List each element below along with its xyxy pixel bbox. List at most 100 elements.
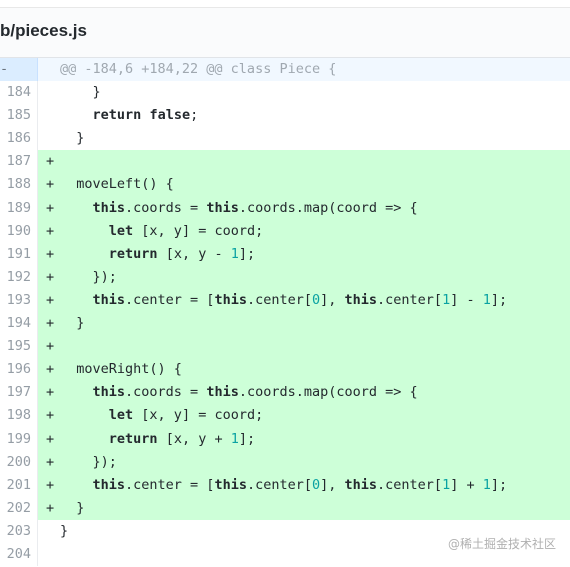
diff-line: 198+ let [x, y] = coord; [0, 404, 570, 428]
diff-marker: + [38, 150, 60, 174]
code-number: 1 [442, 291, 451, 308]
diff-marker: + [38, 427, 60, 451]
code-line: return [x, y - 1]; [60, 242, 570, 266]
diff-marker: + [38, 242, 60, 266]
code-token: [x, y] = coord; [133, 407, 264, 424]
diff-line: 189+ this.coords = this.coords.map(coord… [0, 196, 570, 220]
line-number[interactable]: 190 [0, 219, 38, 243]
code-keyword: return [108, 430, 158, 447]
code-line [60, 150, 570, 174]
line-number[interactable]: 200 [0, 450, 38, 474]
diff-marker: + [38, 381, 60, 405]
line-number[interactable]: 187 [0, 150, 38, 174]
diff-marker: + [38, 404, 60, 428]
code-line: this.center = [this.center[0], this.cent… [60, 473, 570, 497]
code-token: .coords.map(coord => { [238, 384, 418, 401]
line-number[interactable]: 185 [0, 104, 38, 128]
code-token [60, 431, 109, 447]
diff-line: 191+ return [x, y - 1]; [0, 242, 570, 266]
code-token: .center[ [377, 476, 443, 493]
code-token: ], [320, 476, 345, 493]
code-number: 1 [442, 476, 451, 493]
diff-line: 197+ this.coords = this.coords.map(coord… [0, 381, 570, 405]
code-token: } [60, 522, 69, 539]
code-line: }); [60, 265, 570, 289]
diff-line: 196+ moveRight() { [0, 358, 570, 382]
line-number[interactable]: 194 [0, 312, 38, 336]
diff-marker: + [38, 288, 60, 313]
code-keyword: let [108, 222, 134, 239]
code-token: [x, y - [157, 245, 231, 262]
code-line: this.coords = this.coords.map(coord => { [60, 196, 570, 220]
diff-marker: + [38, 196, 60, 220]
code-token [60, 407, 109, 423]
code-token: moveRight() { [60, 361, 182, 378]
line-number[interactable]: 196 [0, 358, 38, 382]
diff-marker: + [38, 496, 60, 520]
code-token [60, 200, 93, 216]
line-number[interactable]: 197 [0, 381, 38, 405]
line-number[interactable]: 184 [0, 81, 38, 105]
diff-marker: + [38, 473, 60, 497]
diff-line: 190+ let [x, y] = coord; [0, 219, 570, 243]
line-number[interactable]: 204 [0, 542, 38, 567]
line-number[interactable]: 202 [0, 496, 38, 520]
code-number: 1 [482, 476, 491, 493]
code-line: } [60, 496, 570, 520]
diff-table: - @@ -184,6 +184,22 @@ class Piece { 184… [0, 58, 570, 567]
code-line: this.center = [this.center[0], this.cent… [60, 288, 570, 313]
diff-line: 186 } [0, 127, 570, 151]
code-token: ], [320, 291, 345, 308]
code-number: 0 [311, 291, 321, 308]
code-line: }); [60, 450, 570, 474]
code-line: } [60, 127, 570, 150]
code-token [60, 292, 93, 308]
code-number: 1 [482, 291, 491, 308]
diff-marker: + [38, 265, 60, 289]
code-token: }); [60, 453, 117, 470]
diff-line: 195+ [0, 335, 570, 359]
code-token [60, 107, 93, 123]
code-token: .center = [ [125, 476, 215, 493]
code-token: .coords.map(coord => { [238, 199, 418, 216]
code-token: ] - [450, 291, 483, 308]
code-token: .center[ [246, 291, 312, 308]
line-number[interactable]: 198 [0, 404, 38, 428]
code-token: ; [190, 107, 199, 124]
code-line: moveRight() { [60, 358, 570, 382]
code-keyword: false [149, 107, 191, 124]
line-number[interactable]: 193 [0, 288, 38, 313]
diff-line: 185 return false; [0, 104, 570, 128]
file-path[interactable]: b/pieces.js [0, 21, 87, 40]
line-number[interactable]: 192 [0, 265, 38, 289]
code-token: .center[ [246, 476, 312, 493]
line-number[interactable]: 201 [0, 473, 38, 497]
code-line: let [x, y] = coord; [60, 404, 570, 428]
line-number[interactable]: 188 [0, 173, 38, 197]
diff-line: 193+ this.center = [this.center[0], this… [0, 288, 570, 313]
code-token: }); [60, 268, 117, 285]
code-token: moveLeft() { [60, 176, 174, 193]
line-number[interactable]: 199 [0, 427, 38, 451]
line-number[interactable]: 189 [0, 196, 38, 220]
diff-line: 188+ moveLeft() { [0, 173, 570, 197]
code-keyword: return [92, 107, 142, 124]
code-keyword: this [206, 384, 239, 401]
line-number[interactable]: 186 [0, 127, 38, 151]
code-keyword: this [214, 291, 247, 308]
hunk-expand-marker[interactable]: - [0, 58, 38, 82]
code-token [60, 477, 93, 493]
hunk-header-row: - @@ -184,6 +184,22 @@ class Piece { [0, 58, 570, 82]
code-keyword: return [108, 245, 158, 262]
code-line: this.coords = this.coords.map(coord => { [60, 381, 570, 405]
code-keyword: this [206, 199, 239, 216]
line-number[interactable]: 195 [0, 335, 38, 359]
code-token [60, 246, 109, 262]
line-number[interactable]: 191 [0, 242, 38, 266]
diff-marker: + [38, 335, 60, 359]
code-token: } [60, 130, 85, 147]
diff-line: 187+ [0, 150, 570, 174]
code-token: [x, y + [157, 430, 231, 447]
line-number[interactable]: 203 [0, 519, 38, 543]
code-line: } [60, 520, 570, 543]
